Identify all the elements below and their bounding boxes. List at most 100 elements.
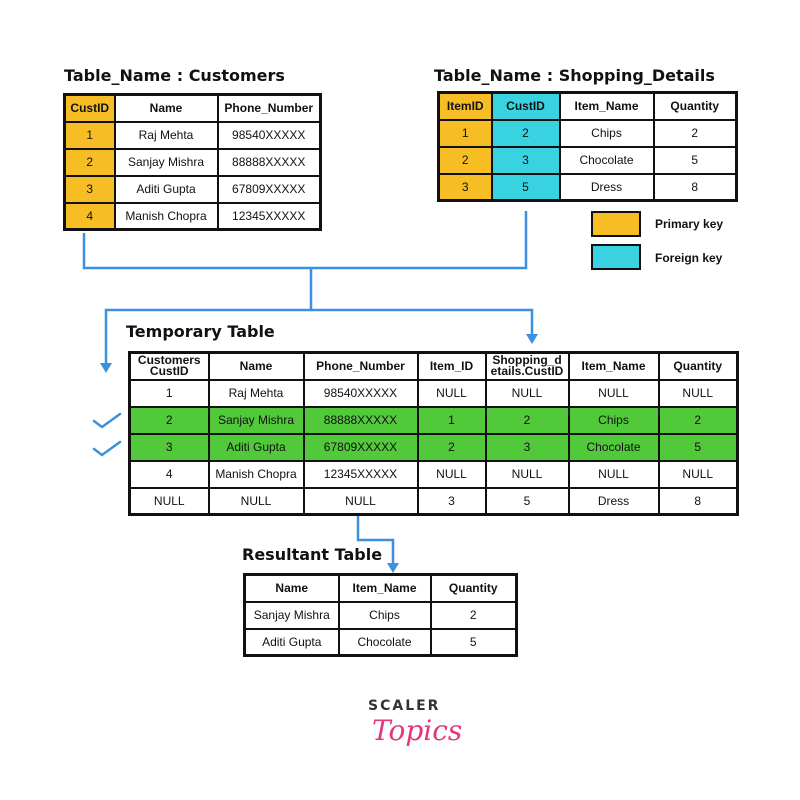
customers-cell: 88888XXXXX xyxy=(216,147,322,177)
customers-cell: 67809XXXXX xyxy=(216,174,322,204)
table-row-matched: 3 Aditi Gupta 67809XXXXX 2 3 Chocolate 5 xyxy=(128,432,739,462)
scaler-logo-text: SCALER xyxy=(368,698,441,714)
temporary-cell: Chips xyxy=(567,405,660,435)
shopping-cell: Chocolate xyxy=(558,145,655,175)
temporary-header-shopping-custid: Shopping_d etails.CustID xyxy=(484,351,570,381)
table-row: NULL NULL NULL 3 5 Dress 8 xyxy=(128,486,739,516)
temporary-cell: 88888XXXXX xyxy=(302,405,419,435)
customers-cell: 12345XXXXX xyxy=(216,201,322,231)
temporary-cell: Raj Mehta xyxy=(207,378,305,408)
arrow-head-icon xyxy=(100,363,112,373)
customers-cell: Manish Chopra xyxy=(113,201,219,231)
right-connector xyxy=(311,308,534,336)
table-row: 1 2 Chips 2 xyxy=(437,118,738,148)
arrow-head-icon xyxy=(387,563,399,573)
shopping-cell: 5 xyxy=(652,145,738,175)
customers-cell: Aditi Gupta xyxy=(113,174,219,204)
temporary-cell: Dress xyxy=(567,486,660,516)
table-row-matched: 2 Sanjay Mishra 88888XXXXX 1 2 Chips 2 xyxy=(128,405,739,435)
shopping-header-quantity: Quantity xyxy=(652,91,738,121)
shopping-cell: 2 xyxy=(437,145,493,175)
temporary-cell: 4 xyxy=(128,459,210,489)
customers-cell: 1 xyxy=(63,120,116,150)
resultant-header-quantity: Quantity xyxy=(429,573,518,603)
temporary-cell: Sanjay Mishra xyxy=(207,405,305,435)
primary-key-swatch xyxy=(591,211,641,237)
temporary-header-phone: Phone_Number xyxy=(302,351,419,381)
customers-title: Table_Name : Customers xyxy=(64,66,285,85)
resultant-cell: 2 xyxy=(429,600,518,630)
temporary-cell: 5 xyxy=(657,432,739,462)
temporary-cell: Chocolate xyxy=(567,432,660,462)
checkmark-icon xyxy=(92,412,122,429)
resultant-header-name: Name xyxy=(243,573,340,603)
arrow-head-icon xyxy=(526,334,538,344)
temporary-cell: NULL xyxy=(207,486,305,516)
left-connector xyxy=(104,268,313,367)
temporary-cell: 1 xyxy=(416,405,487,435)
topics-logo-text: Topics xyxy=(372,714,463,747)
customers-cell: Raj Mehta xyxy=(113,120,219,150)
temporary-cell: NULL xyxy=(128,486,210,516)
resultant-title: Resultant Table xyxy=(242,545,383,564)
shopping-cell: Dress xyxy=(558,172,655,202)
shopping-header-itemname: Item_Name xyxy=(558,91,655,121)
shopping-cell: Chips xyxy=(558,118,655,148)
customers-header-phone: Phone_Number xyxy=(216,93,322,123)
table-row: 1 Raj Mehta 98540XXXXX xyxy=(63,120,322,150)
temporary-table: Customers CustID Name Phone_Number Item_… xyxy=(128,351,739,516)
temporary-cell: NULL xyxy=(567,459,660,489)
customers-cell: Sanjay Mishra xyxy=(113,147,219,177)
customers-cell: 3 xyxy=(63,174,116,204)
temporary-cell: 98540XXXXX xyxy=(302,378,419,408)
temporary-cell: NULL xyxy=(484,459,570,489)
customers-cell: 4 xyxy=(63,201,116,231)
temporary-cell: 5 xyxy=(484,486,570,516)
temporary-cell: 2 xyxy=(416,432,487,462)
shopping-cell: 2 xyxy=(490,118,561,148)
foreign-key-swatch xyxy=(591,244,641,270)
temporary-cell: 3 xyxy=(416,486,487,516)
temporary-title: Temporary Table xyxy=(126,322,275,341)
resultant-header-itemname: Item_Name xyxy=(337,573,432,603)
table-row: Aditi Gupta Chocolate 5 xyxy=(243,627,518,657)
temporary-cell: NULL xyxy=(567,378,660,408)
resultant-cell: Chocolate xyxy=(337,627,432,657)
shopping-cell: 1 xyxy=(437,118,493,148)
temporary-cell: 3 xyxy=(484,432,570,462)
shopping-header-itemid: ItemID xyxy=(437,91,493,121)
table-row: 3 5 Dress 8 xyxy=(437,172,738,202)
shopping-cell: 3 xyxy=(437,172,493,202)
temporary-cell: 2 xyxy=(128,405,210,435)
shopping-cell: 3 xyxy=(490,145,561,175)
temporary-cell: NULL xyxy=(416,459,487,489)
primary-key-label: Primary key xyxy=(655,217,724,231)
temporary-cell: 3 xyxy=(128,432,210,462)
customers-header-custid: CustID xyxy=(63,93,116,123)
temporary-cell: 1 xyxy=(128,378,210,408)
temporary-header-itemid: Item_ID xyxy=(416,351,487,381)
temporary-cell: 8 xyxy=(657,486,739,516)
temporary-header-itemname: Item_Name xyxy=(567,351,660,381)
checkmark-icon xyxy=(92,440,122,457)
join-connector xyxy=(82,211,528,270)
foreign-key-label: Foreign key xyxy=(655,251,723,265)
resultant-cell: Chips xyxy=(337,600,432,630)
table-row: 1 Raj Mehta 98540XXXXX NULL NULL NULL NU… xyxy=(128,378,739,408)
temporary-cell: NULL xyxy=(416,378,487,408)
resultant-table: Name Item_Name Quantity Sanjay Mishra Ch… xyxy=(243,573,518,657)
table-row: 2 Sanjay Mishra 88888XXXXX xyxy=(63,147,322,177)
shopping-cell: 2 xyxy=(652,118,738,148)
customers-header-name: Name xyxy=(113,93,219,123)
temporary-cell: 67809XXXXX xyxy=(302,432,419,462)
temporary-header-customers-custid: Customers CustID xyxy=(128,351,210,381)
temporary-cell: Aditi Gupta xyxy=(207,432,305,462)
resultant-cell: Sanjay Mishra xyxy=(243,600,340,630)
shopping-cell: 8 xyxy=(652,172,738,202)
temporary-cell: 2 xyxy=(657,405,739,435)
shopping-header-custid: CustID xyxy=(490,91,561,121)
table-row: 2 3 Chocolate 5 xyxy=(437,145,738,175)
resultant-cell: 5 xyxy=(429,627,518,657)
table-row: 4 Manish Chopra 12345XXXXX NULL NULL NUL… xyxy=(128,459,739,489)
